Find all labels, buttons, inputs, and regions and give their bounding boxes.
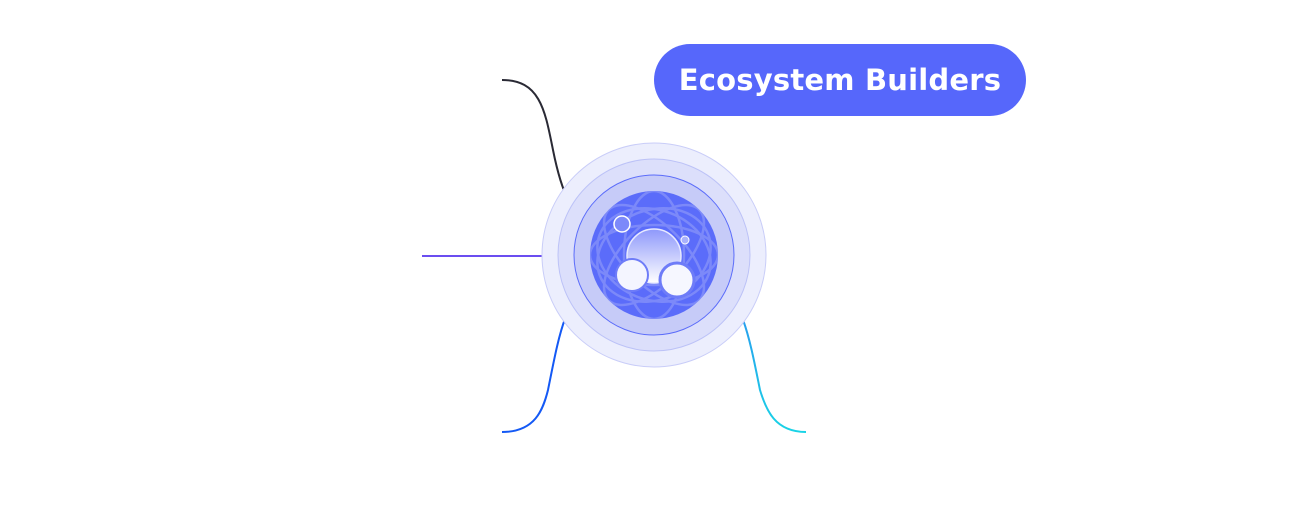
ecosystem-builders-label: Ecosystem Builders: [654, 44, 1026, 116]
community-bubbles-icon: [613, 215, 696, 299]
label-text: Ecosystem Builders: [678, 63, 1002, 97]
globe-pattern: [590, 191, 718, 319]
